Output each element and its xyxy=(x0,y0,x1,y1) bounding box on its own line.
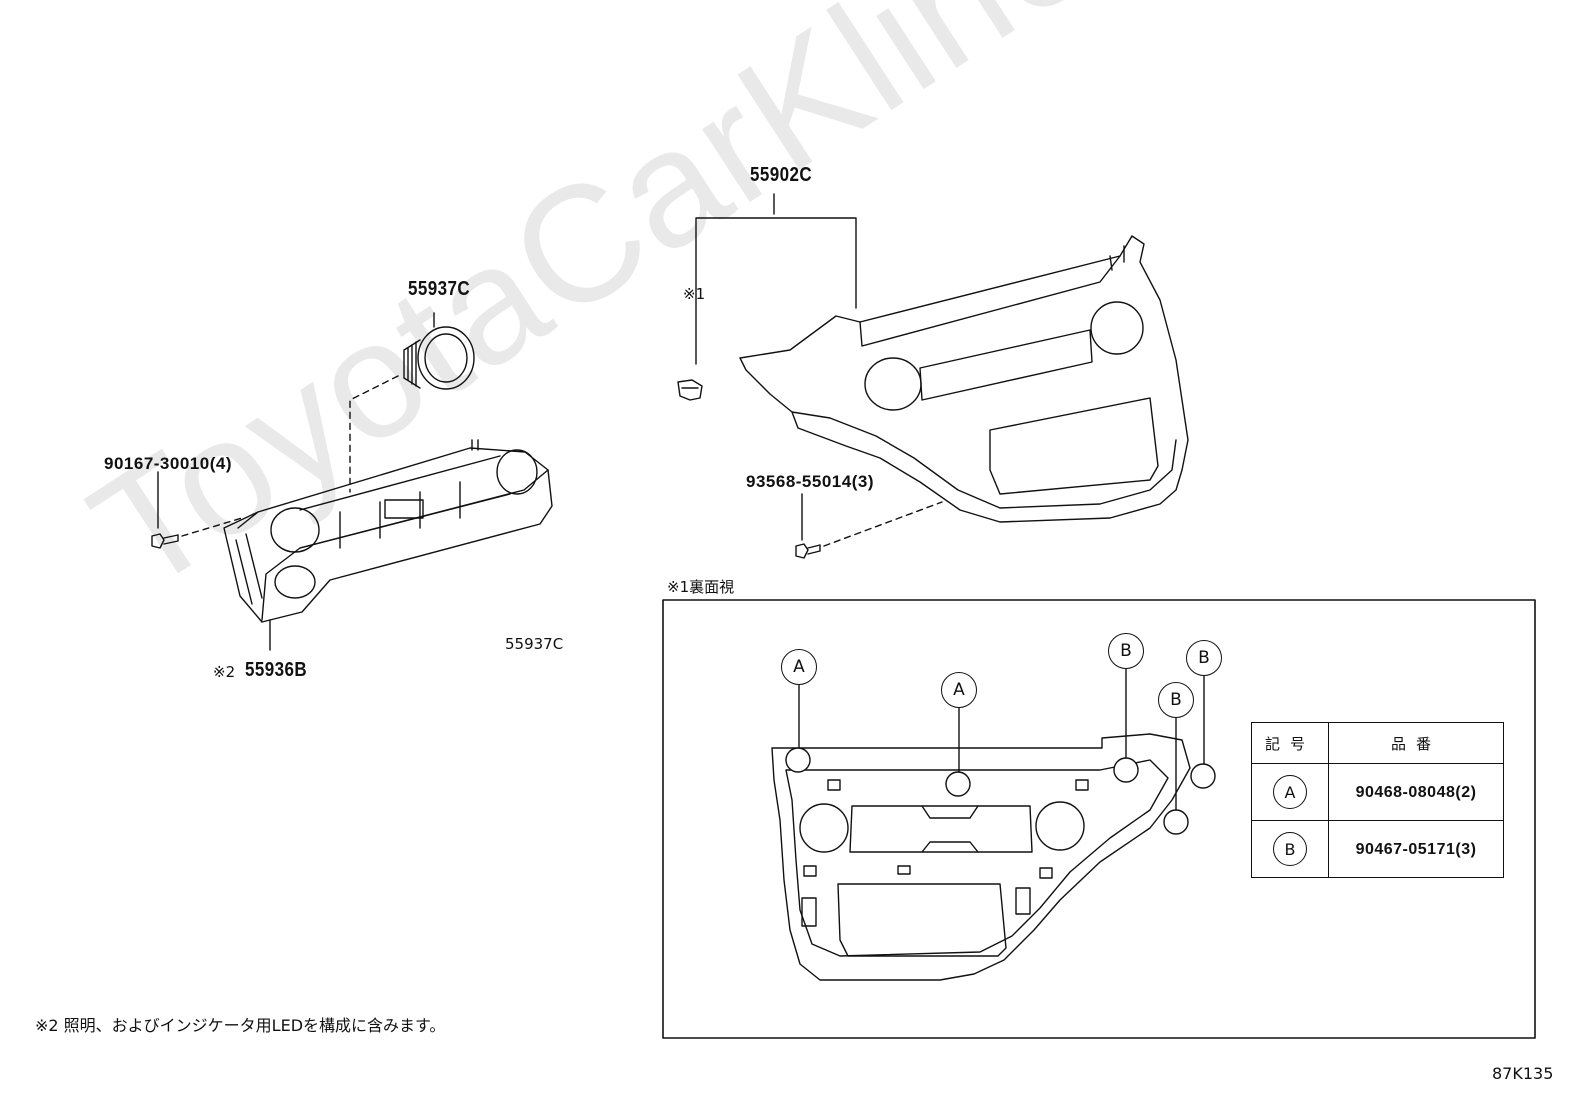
legend-row: B 90467-05171(3) xyxy=(1251,820,1504,878)
knob-55937c-drawing xyxy=(403,326,475,390)
callout-b-1: B xyxy=(1108,633,1144,669)
part-label-55937c-plain: 55937C xyxy=(505,635,564,653)
callout-b-2: B xyxy=(1158,682,1194,718)
clip-b-1 xyxy=(1113,757,1139,783)
callout-a-1: A xyxy=(781,649,817,685)
legend-part-b: 90467-05171(3) xyxy=(1355,840,1477,858)
legend-header-part: 品番 xyxy=(1328,722,1504,764)
bezel-55902c-drawing xyxy=(739,235,1189,523)
clip-drawing xyxy=(677,379,703,401)
part-label-93568: 93568-55014(3) xyxy=(746,472,874,491)
page-code: 87K135 xyxy=(1492,1064,1554,1083)
legend-symbol-b: B xyxy=(1273,832,1307,866)
part-label-55902c: 55902C xyxy=(750,164,813,186)
legend-part-a: 90468-08048(2) xyxy=(1355,783,1477,801)
clip-a-2 xyxy=(945,771,971,797)
note-ref-1: ※1 xyxy=(683,285,706,303)
clip-b-3 xyxy=(1190,763,1216,789)
part-label-55936b: 55936B xyxy=(245,659,308,681)
clip-b-2 xyxy=(1163,809,1189,835)
part-label-90167: 90167-30010(4) xyxy=(104,454,232,473)
note-ref-2: ※2 xyxy=(213,663,236,681)
screw-90167-drawing xyxy=(151,533,179,549)
legend-symbol-a: A xyxy=(1273,775,1307,809)
footnote: ※2 照明、およびインジケータ用LEDを構成に含みます。 xyxy=(35,1016,446,1035)
legend-row: A 90468-08048(2) xyxy=(1251,763,1504,821)
control-panel-55936b-drawing xyxy=(223,439,553,623)
rear-view-bezel-drawing xyxy=(771,733,1191,981)
screw-93568-drawing xyxy=(795,543,821,559)
rear-view-title: ※1裏面視 xyxy=(667,578,735,596)
part-label-55937c: 55937C xyxy=(408,278,471,300)
callout-b-3: B xyxy=(1186,640,1222,676)
legend-header-symbol: 記号 xyxy=(1251,722,1329,764)
clip-a-1 xyxy=(785,747,811,773)
fastener-legend-table: 記号 品番 A 90468-08048(2) B 90467-05171(3) xyxy=(1251,722,1504,878)
callout-a-2: A xyxy=(941,672,977,708)
